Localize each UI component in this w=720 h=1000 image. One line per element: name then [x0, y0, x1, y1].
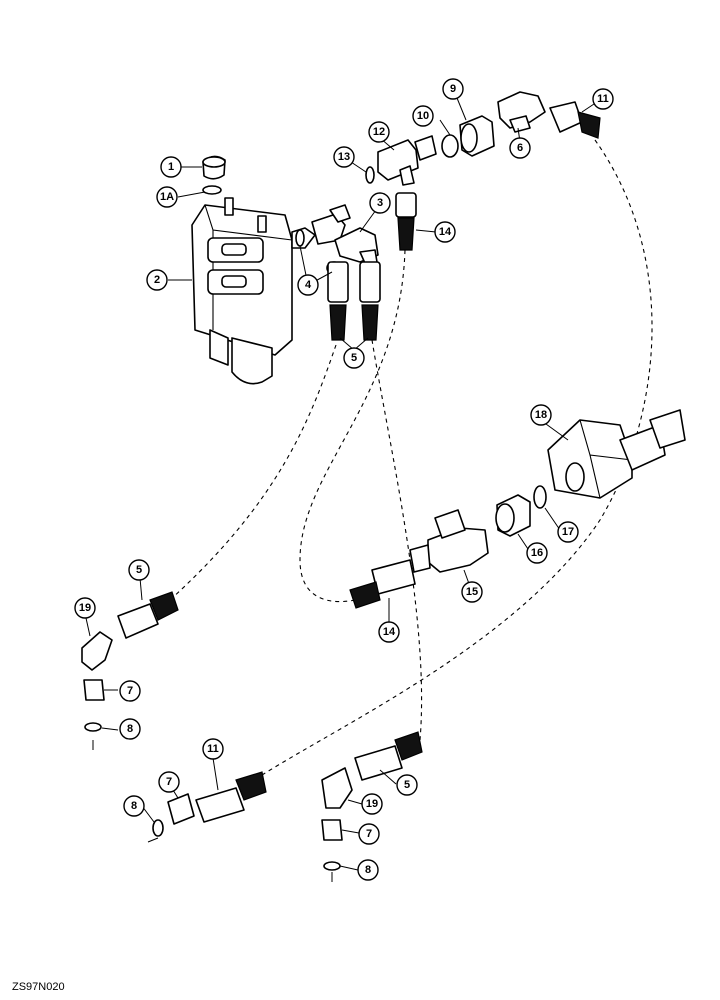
plug-1 [202, 155, 226, 180]
figure-reference-code: ZS97N020 [12, 981, 65, 993]
svg-text:19: 19 [366, 798, 378, 810]
svg-text:8: 8 [365, 864, 371, 876]
callout-8-bottom: 8 [357, 859, 379, 881]
svg-text:17: 17 [562, 526, 574, 538]
hose-routes [169, 139, 653, 776]
o-ring-1a [202, 185, 222, 195]
o-ring-13 [365, 166, 375, 184]
svg-text:9: 9 [450, 83, 456, 95]
tee-15 [409, 509, 489, 573]
elbow-19-left [81, 631, 113, 671]
hose-route-left [169, 344, 337, 601]
svg-text:7: 7 [166, 776, 172, 788]
svg-text:14: 14 [439, 226, 452, 238]
svg-text:4: 4 [305, 279, 312, 291]
svg-text:7: 7 [366, 828, 372, 840]
adapter-9 [459, 115, 495, 157]
svg-text:5: 5 [136, 564, 142, 576]
callout-19-bottom: 19 [361, 793, 383, 815]
callout-11-upper: 11 [592, 88, 614, 110]
hose-route-14-loop [299, 249, 406, 603]
callout-7-bottom: 7 [358, 823, 380, 845]
leader-lines [85, 97, 601, 882]
o-ring-17 [533, 485, 547, 509]
svg-text:5: 5 [404, 779, 410, 791]
hose-route-11-long [261, 139, 653, 776]
o-ring-8-left [84, 722, 102, 732]
hose-end-5-upper-right [359, 261, 381, 341]
control-valve [191, 197, 316, 385]
hose-end-11-upper [549, 101, 601, 139]
svg-text:1A: 1A [160, 191, 174, 203]
callout-16: 16 [526, 542, 548, 564]
callout-7-left: 7 [119, 680, 141, 702]
callout-18: 18 [530, 404, 552, 426]
svg-text:1: 1 [168, 161, 174, 173]
tee-fitting-12 [377, 135, 437, 186]
callout-1a: 1A [156, 186, 178, 208]
fitting-7-bottom-left [167, 793, 195, 825]
callout-9: 9 [442, 78, 464, 100]
svg-text:16: 16 [531, 547, 543, 559]
callout-10: 10 [412, 105, 434, 127]
callout-11-lower: 11 [202, 738, 224, 760]
svg-text:2: 2 [154, 274, 160, 286]
elbow-19-bottom [321, 767, 353, 809]
hose-end-5-bottom [354, 731, 423, 781]
svg-text:8: 8 [131, 800, 137, 812]
fitting-7-bottom [321, 819, 343, 841]
o-ring-8-bottom [323, 861, 341, 871]
svg-text:19: 19 [79, 602, 91, 614]
svg-text:12: 12 [373, 126, 385, 138]
svg-text:10: 10 [417, 110, 429, 122]
callout-14-upper: 14 [434, 221, 456, 243]
hose-end-14-lower [349, 559, 416, 609]
elbow-6 [497, 91, 546, 133]
callout-12: 12 [368, 121, 390, 143]
hose-route-right-to-lower [371, 339, 423, 741]
callouts: 1 1A 2 3 4 5 6 9 10 11 12 13 14 18 17 16… [74, 78, 614, 881]
svg-text:11: 11 [207, 743, 219, 755]
elbow-fitting-3a [311, 204, 351, 245]
callout-2: 2 [146, 269, 168, 291]
svg-text:11: 11 [597, 93, 609, 105]
callout-5-lower: 5 [396, 774, 418, 796]
callout-5-left: 5 [128, 559, 150, 581]
callout-8-bottom-left: 8 [123, 795, 145, 817]
svg-text:6: 6 [517, 142, 523, 154]
adapter-16 [495, 494, 531, 537]
fitting-7-left [83, 679, 105, 701]
hose-end-11-lower [195, 771, 267, 823]
svg-text:7: 7 [127, 685, 133, 697]
svg-text:18: 18 [535, 409, 547, 421]
callout-1: 1 [160, 156, 182, 178]
callout-7-bottom-left: 7 [158, 771, 180, 793]
callout-15: 15 [461, 581, 483, 603]
valve-block-18 [547, 409, 686, 499]
o-ring-8-bottom-left [152, 819, 164, 837]
hose-end-5-left [117, 591, 179, 639]
callout-4: 4 [297, 274, 319, 296]
callout-5-upper: 5 [343, 347, 365, 369]
svg-text:14: 14 [383, 626, 396, 638]
o-ring-4a [295, 229, 305, 247]
o-ring-10 [441, 134, 459, 158]
svg-text:13: 13 [338, 151, 350, 163]
svg-text:3: 3 [377, 197, 383, 209]
callout-17: 17 [557, 521, 579, 543]
callout-14-lower: 14 [378, 621, 400, 643]
svg-text:8: 8 [127, 723, 133, 735]
hose-end-14-upper [395, 192, 417, 251]
callout-3: 3 [369, 192, 391, 214]
hose-end-5-upper-left [327, 261, 349, 341]
svg-text:5: 5 [351, 352, 357, 364]
callout-19-left: 19 [74, 597, 96, 619]
callout-13: 13 [333, 146, 355, 168]
svg-text:15: 15 [466, 586, 478, 598]
callout-6: 6 [509, 137, 531, 159]
callout-8-left: 8 [119, 718, 141, 740]
